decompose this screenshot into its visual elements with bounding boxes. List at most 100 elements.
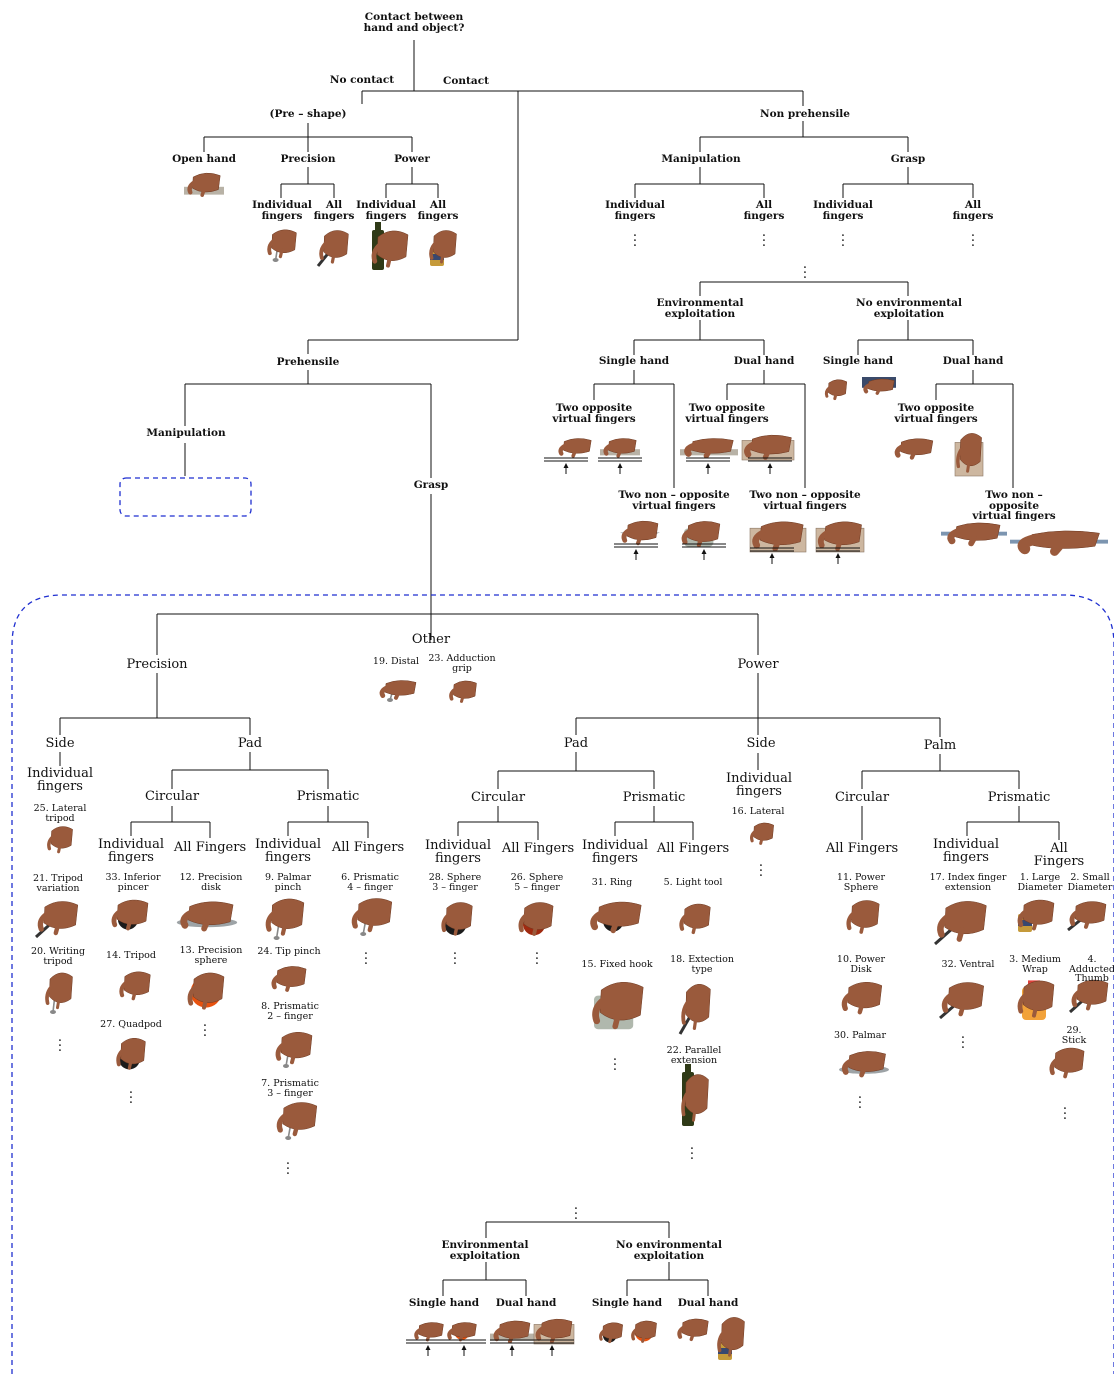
hand-icon bbox=[276, 1102, 318, 1140]
grasp-22: 22. Parallel extension bbox=[666, 1045, 722, 1066]
hand-icon bbox=[184, 172, 224, 197]
grasp-4: 4. Adducted Thumb bbox=[1069, 954, 1114, 984]
node-bottom-env: Environmental exploitation bbox=[441, 1239, 529, 1262]
grasp-15: 15. Fixed hook bbox=[581, 959, 653, 970]
ellipsis-continuation: ... bbox=[632, 225, 638, 250]
grasp-25: 25. Lateral tripod bbox=[33, 803, 87, 824]
force-arrow-icon bbox=[598, 457, 642, 474]
hand-icon bbox=[265, 898, 305, 940]
dashed-groupings bbox=[11, 477, 1114, 1374]
grasp-8: 8. Prismatic 2 – finger bbox=[261, 1001, 319, 1022]
grasp-7: 7. Prismatic 3 – finger bbox=[261, 1078, 319, 1099]
grasp-12: 12. Precision disk bbox=[179, 872, 243, 893]
grasp-1: 1. Large Diameter bbox=[1017, 872, 1063, 893]
hand-icon bbox=[862, 377, 896, 395]
grasp-6: 6. Prismatic 4 – finger bbox=[341, 872, 399, 893]
hand-icon bbox=[490, 1320, 534, 1344]
hand-icon bbox=[841, 982, 883, 1015]
ellipsis-continuation: ... bbox=[452, 943, 458, 968]
node-pwpp-indiv: Individual fingers bbox=[581, 838, 649, 866]
node-pow-pad-prism: Prismatic bbox=[622, 790, 686, 805]
grasp-31: 31. Ring bbox=[591, 877, 633, 888]
force-arrow-icon bbox=[530, 1339, 574, 1356]
hand-icon bbox=[116, 1038, 146, 1070]
hand-icon bbox=[1017, 980, 1055, 1020]
node-np-env-dual: Dual hand bbox=[733, 355, 795, 367]
grasp-3: 3. Medium Wrap bbox=[1009, 954, 1061, 975]
hand-icon bbox=[1067, 901, 1107, 932]
node-precision: Precision bbox=[126, 657, 188, 672]
hand-icon bbox=[600, 438, 640, 458]
node-pre-grasp: Grasp bbox=[413, 479, 449, 491]
ellipsis-continuation: ... bbox=[758, 855, 764, 880]
hand-icon bbox=[449, 680, 477, 703]
node-prec-pad-circ: Circular bbox=[144, 789, 200, 804]
node-pow-palm-circ: Circular bbox=[834, 790, 890, 805]
node-np-es-nonopp: Two non – opposite virtual fingers bbox=[618, 489, 730, 512]
node-bottom-noenv-single: Single hand bbox=[591, 1297, 663, 1309]
hand-icon bbox=[846, 900, 880, 934]
node-ppc-indiv: Individual fingers bbox=[97, 837, 165, 865]
hand-icon bbox=[1017, 899, 1055, 932]
ellipsis-continuation: ... bbox=[1062, 1098, 1068, 1123]
node-pow-palm-prism: Prismatic bbox=[987, 790, 1051, 805]
node-pwl-circ-all: All Fingers bbox=[825, 841, 899, 856]
node-np-gr-indiv: Individual fingers bbox=[813, 199, 873, 222]
hand-icon bbox=[34, 901, 79, 939]
grasp-16: 16. Lateral bbox=[731, 806, 785, 817]
label-contact: Contact bbox=[443, 75, 489, 87]
hand-icon bbox=[275, 1032, 313, 1068]
node-pwl-prism-all: All Fingers bbox=[1033, 841, 1085, 869]
grasp-24: 24. Tip pinch bbox=[257, 946, 321, 957]
node-np-es-opp: Two opposite virtual fingers bbox=[552, 402, 636, 425]
force-arrow-icon bbox=[748, 457, 792, 474]
hand-icon bbox=[679, 903, 711, 935]
force-arrow-icon bbox=[406, 1339, 450, 1356]
grasp-11: 11. Power Sphere bbox=[836, 872, 886, 893]
grasp-10: 10. Power Disk bbox=[836, 954, 886, 975]
node-bottom-no-env: No environmental exploitation bbox=[616, 1239, 722, 1262]
hand-icon bbox=[749, 521, 807, 553]
node-preshape: (Pre – shape) bbox=[269, 108, 347, 120]
force-arrow-icon bbox=[614, 543, 658, 560]
grasp-27: 27. Quadpod bbox=[100, 1019, 162, 1030]
grasp-28: 28. Sphere 3 – finger bbox=[428, 872, 482, 893]
grasp-21: 21. Tripod variation bbox=[33, 873, 83, 894]
node-ppp-all: All Fingers bbox=[331, 840, 405, 855]
hand-icon bbox=[631, 1320, 657, 1343]
node-np-grasp: Grasp bbox=[890, 153, 926, 165]
hand-icon bbox=[119, 971, 151, 1001]
node-ppc-all: All Fingers bbox=[173, 840, 247, 855]
hand-icon bbox=[316, 230, 349, 267]
hand-icon bbox=[750, 822, 774, 845]
node-prec-side: Side bbox=[45, 736, 75, 751]
hand-icon bbox=[558, 438, 592, 458]
node-prec-pad-prism: Prismatic bbox=[296, 789, 360, 804]
hand-icon bbox=[680, 438, 738, 459]
ellipsis-continuation: ... bbox=[202, 1015, 208, 1040]
hand-icon bbox=[939, 982, 984, 1020]
grasp-taxonomy-border bbox=[11, 594, 1114, 1374]
hand-icon bbox=[414, 1322, 444, 1342]
grasp-20: 20. Writing tripod bbox=[30, 946, 86, 967]
force-arrow-icon bbox=[816, 547, 860, 564]
label-no-contact: No contact bbox=[329, 74, 395, 86]
ellipsis-continuation: ... bbox=[970, 225, 976, 250]
node-power: Power bbox=[737, 657, 779, 672]
node-open-hand: Open hand bbox=[172, 153, 236, 165]
node-pow-pad: Pad bbox=[563, 736, 589, 751]
ellipsis-continuation: ... bbox=[534, 943, 540, 968]
node-np-noenv-dual: Dual hand bbox=[942, 355, 1004, 367]
hand-icon bbox=[894, 438, 934, 460]
hand-icon bbox=[934, 901, 987, 946]
node-np-manipulation: Manipulation bbox=[661, 153, 741, 165]
hand-icon bbox=[111, 899, 149, 931]
hand-icon bbox=[1068, 979, 1109, 1014]
hand-icon bbox=[590, 901, 642, 934]
grasp-29: 29. Stick bbox=[1061, 1025, 1087, 1046]
hand-icon bbox=[620, 520, 660, 546]
node-np-env: Environmental exploitation bbox=[656, 297, 744, 320]
force-arrow-icon bbox=[750, 547, 794, 564]
ellipsis-continuation: ... bbox=[689, 1138, 695, 1163]
ellipsis-continuation: ... bbox=[612, 1049, 618, 1074]
